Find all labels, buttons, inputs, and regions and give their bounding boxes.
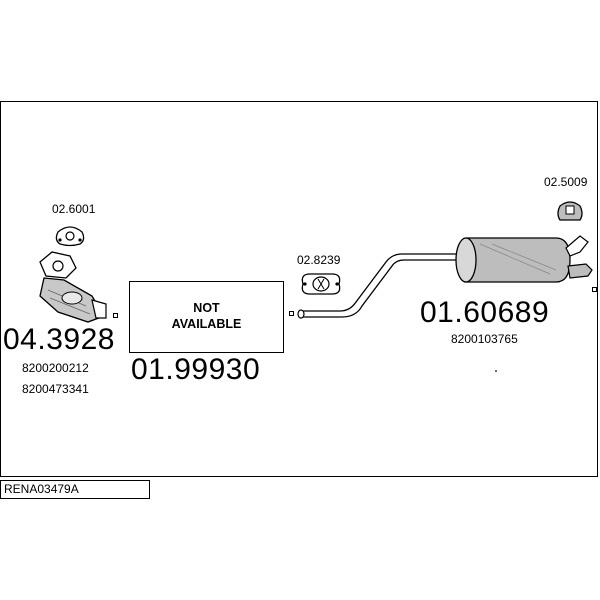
clamp-icon[interactable]: [301, 273, 341, 295]
diagram-frame: [0, 101, 598, 477]
not-available-box: NOT AVAILABLE: [129, 281, 284, 353]
catalytic-converter-icon[interactable]: [39, 251, 107, 323]
not-available-code: 01.99930: [131, 353, 261, 386]
catalyst-code: 04.3928: [3, 323, 115, 356]
marker-dot: [495, 370, 497, 372]
joint-square-left: [113, 313, 118, 318]
not-available-line1: NOT: [193, 301, 220, 316]
joint-square-middle: [289, 311, 294, 316]
rear-silencer-icon[interactable]: [297, 235, 593, 319]
clamp-code: 02.8239: [297, 253, 341, 267]
catalyst-oem-2: 8200473341: [22, 382, 89, 396]
not-available-line2: AVAILABLE: [171, 317, 242, 331]
silencer-oem-1: 8200103765: [451, 332, 518, 346]
rubber-mount-code: 02.5009: [544, 175, 588, 189]
rubber-mount-icon[interactable]: [557, 201, 583, 221]
gasket-icon[interactable]: [55, 226, 85, 247]
reference-code: RENA03479A: [4, 482, 79, 496]
gasket-code: 02.6001: [52, 202, 96, 216]
joint-square-right: [592, 287, 597, 292]
silencer-code: 01.60689: [420, 296, 550, 329]
catalyst-oem-1: 8200200212: [22, 361, 89, 375]
reference-box: RENA03479A: [0, 480, 150, 499]
